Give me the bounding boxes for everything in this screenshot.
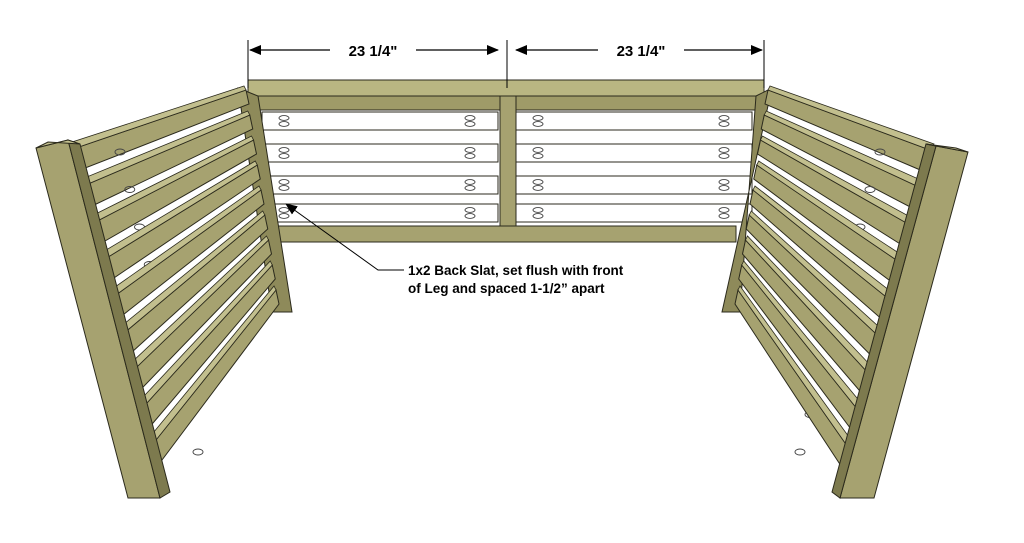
dim-label-right: 23 1/4" bbox=[617, 43, 666, 60]
back-slat bbox=[261, 111, 499, 131]
left-side-slat bbox=[65, 85, 250, 173]
back-slat bbox=[261, 203, 499, 223]
back-slats bbox=[261, 111, 753, 223]
right-side-slat bbox=[749, 185, 895, 323]
left-side-slat bbox=[94, 160, 261, 286]
right-side-panel bbox=[721, 85, 969, 499]
left-side-panel bbox=[35, 85, 293, 499]
dimension-lines: 23 1/4" 23 1/4" bbox=[247, 38, 765, 88]
slat-annotation: 1x2 Back Slat, set flush with front of L… bbox=[285, 203, 624, 296]
back-slat bbox=[515, 175, 753, 195]
back-frame bbox=[247, 79, 765, 243]
annotation-line-2: of Leg and spaced 1-1/2” apart bbox=[408, 281, 605, 296]
back-bottom-rail bbox=[275, 225, 737, 243]
back-slat bbox=[261, 175, 499, 195]
back-slat bbox=[261, 143, 499, 163]
back-slat bbox=[515, 111, 753, 131]
left-side-slat bbox=[143, 285, 280, 474]
back-slat bbox=[515, 143, 753, 163]
leader-line bbox=[285, 203, 404, 271]
back-center-post bbox=[499, 95, 517, 232]
dim-label-left: 23 1/4" bbox=[349, 43, 398, 60]
back-top-rail bbox=[247, 79, 765, 97]
back-slat bbox=[515, 203, 753, 223]
annotation-line-1: 1x2 Back Slat, set flush with front bbox=[408, 263, 624, 278]
